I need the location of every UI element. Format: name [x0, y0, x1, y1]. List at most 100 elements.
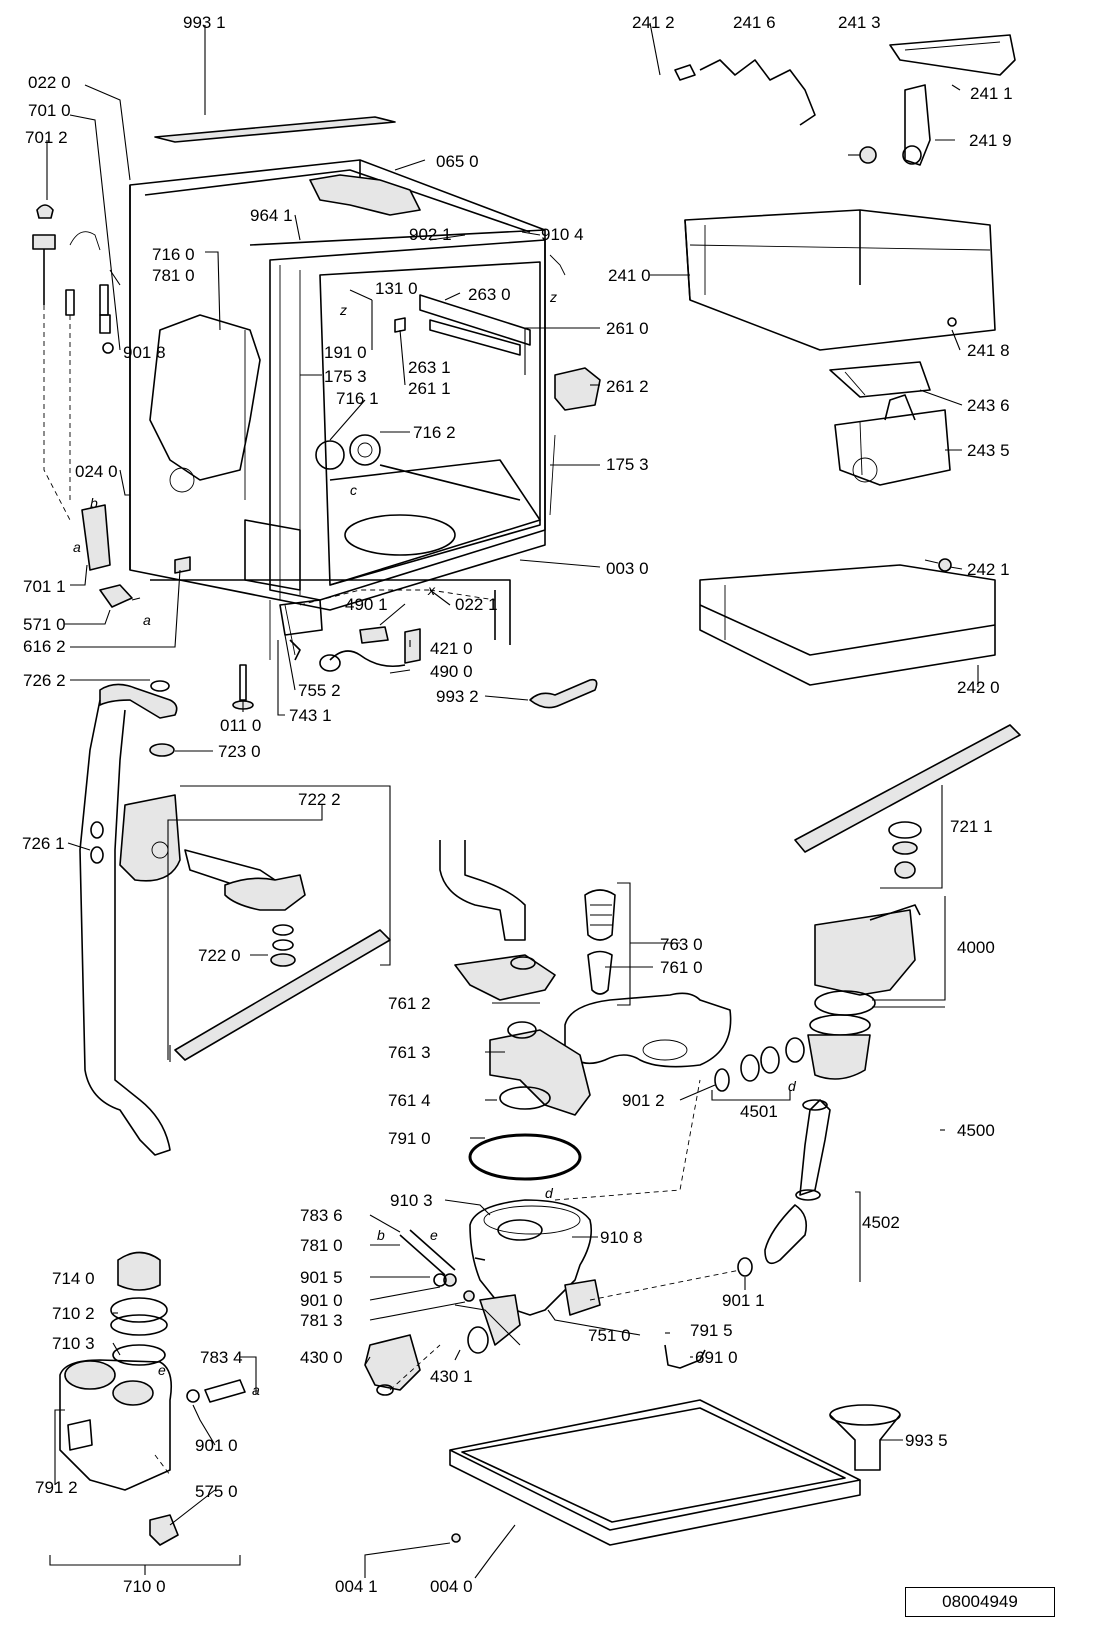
funnel-9935: [829, 1404, 901, 1471]
callout-4502: 4502: [862, 1213, 900, 1232]
leader-lines: [46, 22, 979, 1579]
letter-e-1: e: [430, 1227, 438, 1243]
callout-241-0: 241 0: [608, 266, 651, 285]
callout-781-0-upper: 781 0: [152, 266, 195, 285]
callout-004-1: 004 1: [335, 1577, 378, 1596]
callout-490-1: 490 1: [345, 595, 388, 614]
callout-430-1: 430 1: [430, 1367, 473, 1386]
bottom-cabinet-parts: [232, 599, 598, 710]
callout-716-0: 716 0: [152, 245, 195, 264]
upper-basket-parts: [674, 34, 1016, 166]
callout-243-6: 243 6: [967, 396, 1010, 415]
callout-575-0: 575 0: [195, 1482, 238, 1501]
callout-243-5: 243 5: [967, 441, 1010, 460]
callout-024-0: 024 0: [75, 462, 118, 481]
callout-755-2: 755 2: [298, 681, 341, 700]
callout-241-1: 241 1: [970, 84, 1013, 103]
letter-a-2: a: [143, 612, 151, 628]
letter-z-2: z: [549, 289, 557, 305]
callout-964-1: 964 1: [250, 206, 293, 225]
callout-761-4: 761 4: [388, 1091, 431, 1110]
document-number: 08004949: [905, 1587, 1055, 1617]
callout-430-0: 430 0: [300, 1348, 343, 1367]
callout-751-0: 751 0: [588, 1326, 631, 1345]
callout-791-5: 791 5: [690, 1321, 733, 1340]
callout-781-0-lower: 781 0: [300, 1236, 343, 1255]
callout-175-3-right: 175 3: [606, 455, 649, 474]
callout-993-5: 993 5: [905, 1431, 948, 1450]
callout-901-0-softener: 901 0: [195, 1436, 238, 1455]
drain-hose-4500: [714, 1014, 871, 1277]
callout-003-0: 003 0: [606, 559, 649, 578]
letter-d-2: d: [545, 1185, 554, 1201]
callout-241-9: 241 9: [969, 131, 1012, 150]
callout-716-1: 716 1: [336, 389, 379, 408]
callout-242-1: 242 1: [967, 560, 1010, 579]
sump-filter-assembly: [439, 840, 732, 1181]
callout-191-0: 191 0: [324, 343, 367, 362]
callout-701-0: 701 0: [28, 101, 71, 120]
callout-763-0: 763 0: [660, 935, 703, 954]
letter-b-2: b: [377, 1227, 385, 1243]
callout-065-0: 065 0: [436, 152, 479, 171]
cabinet-frame: [129, 159, 601, 660]
callout-761-0: 761 0: [660, 958, 703, 977]
letter-x: x: [427, 582, 436, 598]
callout-710-3: 710 3: [52, 1334, 95, 1353]
callout-710-0: 710 0: [123, 1577, 166, 1596]
callout-783-6: 783 6: [300, 1206, 343, 1225]
callout-791-0: 791 0: [388, 1129, 431, 1148]
callout-761-3: 761 3: [388, 1043, 431, 1062]
water-softener-710: [59, 1251, 257, 1546]
spray-arm-upper-right: [794, 724, 1021, 879]
callout-4000: 4000: [957, 938, 995, 957]
callout-781-3: 781 3: [300, 1311, 343, 1330]
letter-a-3: a: [252, 1382, 260, 1398]
callout-721-1: 721 1: [950, 817, 993, 836]
left-side-parts: [32, 204, 191, 608]
callout-571-0: 571 0: [23, 615, 66, 634]
callout-993-1: 993 1: [183, 13, 226, 32]
cutlery-basket-243: [829, 361, 951, 486]
callout-241-6: 241 6: [733, 13, 776, 32]
letter-d-1: d: [788, 1078, 797, 1094]
callout-993-2: 993 2: [436, 687, 479, 706]
callout-263-0: 263 0: [468, 285, 511, 304]
callout-726-1: 726 1: [22, 834, 65, 853]
callout-004-0: 004 0: [430, 1577, 473, 1596]
callout-011-0: 011 0: [220, 716, 261, 735]
callout-labels: 993 1 022 0 701 0 701 2 065 0 964 1 902 …: [22, 13, 1013, 1596]
base-frame-004: [449, 1399, 861, 1546]
callout-743-1: 743 1: [289, 706, 332, 725]
letter-z-1: z: [339, 302, 347, 318]
callout-716-2: 716 2: [413, 423, 456, 442]
callout-261-1: 261 1: [408, 379, 451, 398]
callout-714-0: 714 0: [52, 1269, 95, 1288]
letter-c: c: [350, 482, 357, 498]
callout-901-0-mid: 901 0: [300, 1291, 343, 1310]
callout-910-8: 910 8: [600, 1228, 643, 1247]
sump-basin-751: [364, 1199, 706, 1396]
upper-basket-2410: [684, 209, 996, 351]
callout-490-0: 490 0: [430, 662, 473, 681]
pump-motor-4000: [814, 904, 921, 1016]
callout-261-0: 261 0: [606, 319, 649, 338]
callout-726-2: 726 2: [23, 671, 66, 690]
callout-421-0: 421 0: [430, 639, 473, 658]
callout-261-2: 261 2: [606, 377, 649, 396]
callout-241-2: 241 2: [632, 13, 675, 32]
callout-242-0: 242 0: [957, 678, 1000, 697]
callout-241-8: 241 8: [967, 341, 1010, 360]
callout-263-1: 263 1: [408, 358, 451, 377]
callout-4501: 4501: [740, 1102, 778, 1121]
callout-691-0: 691 0: [695, 1348, 738, 1367]
callout-022-1: 022 1: [455, 595, 498, 614]
letter-a-1: a: [73, 539, 81, 555]
callout-701-2: 701 2: [25, 128, 68, 147]
callout-131-0: 131 0: [375, 279, 418, 298]
callout-701-1: 701 1: [23, 577, 66, 596]
callout-910-4: 910 4: [541, 225, 584, 244]
top-strip-9931: [154, 116, 396, 143]
connection-letters: z z c x b a a d d b e e a: [73, 289, 797, 1398]
